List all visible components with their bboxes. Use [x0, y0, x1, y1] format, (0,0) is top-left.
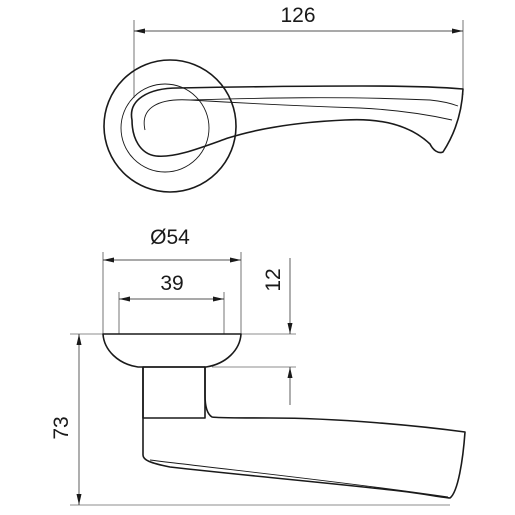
dimension-rose-height: 12 — [212, 258, 296, 405]
lever-top-swirl — [143, 99, 453, 131]
dimension-total-height: 73 — [50, 333, 450, 506]
dimension-rose-diameter-label: Ø54 — [150, 226, 190, 249]
rose-side-profile — [102, 333, 242, 368]
dimension-rose-diameter: Ø54 — [102, 226, 242, 334]
lever-side-inner-line — [149, 459, 449, 498]
rose-outer-circle — [103, 59, 237, 193]
lever-top-ridge — [189, 97, 459, 107]
side-view — [102, 333, 466, 499]
dimension-rose-height-label: 12 — [262, 268, 285, 291]
lever-side-neck — [142, 366, 206, 419]
lever-side-arm — [142, 366, 466, 499]
rose-inner-ring — [120, 83, 210, 173]
lever-top-body — [130, 85, 464, 158]
dimension-rose-inner-label: 39 — [160, 272, 183, 295]
dimension-total-length-label: 126 — [280, 4, 315, 27]
dimension-total-height-label: 73 — [50, 416, 73, 439]
top-view — [103, 59, 464, 193]
dimension-rose-inner: 39 — [118, 272, 225, 334]
dimension-total-length: 126 — [133, 4, 464, 98]
